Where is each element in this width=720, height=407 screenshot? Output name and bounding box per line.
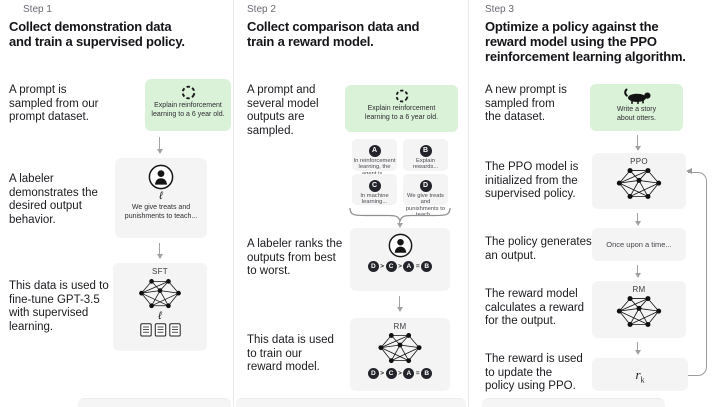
- rank-circle: C: [385, 261, 397, 272]
- prompt-caption: Explain reinforcement learning to a 6 ye…: [364, 105, 439, 121]
- sft-label: SFT: [151, 267, 168, 276]
- rank-circle: B: [421, 261, 433, 272]
- option-letter-badge: D: [419, 179, 432, 192]
- down-arrow: [632, 213, 643, 226]
- down-arrow: [632, 265, 643, 278]
- step3-annotation-output: The policy generates an output.: [485, 236, 592, 262]
- column-divider: [233, 0, 234, 407]
- option-caption: In reinforcement learning, the agent is.…: [353, 158, 396, 177]
- step3-label: Step 3: [485, 4, 514, 15]
- otter-icon: [590, 88, 683, 104]
- step1-labeler-box: ℓ We give treats and punishments to teac…: [115, 158, 207, 238]
- column-divider: [468, 0, 469, 407]
- step1-annotation-finetune: This data is used to fine-tune GPT-3.5 w…: [9, 280, 109, 333]
- pen-icon: ℓ: [158, 310, 162, 322]
- step3-annotation-update: The reward is used to update the policy …: [485, 353, 583, 392]
- option-caption: In machine learning...: [360, 193, 389, 206]
- down-arrow: [394, 219, 405, 228]
- rm-model-box: RM: [350, 318, 450, 391]
- rank-circle: B: [421, 368, 433, 379]
- output-option-a: A In reinforcement learning, the agent i…: [352, 139, 397, 177]
- rank-separator: =: [415, 370, 420, 377]
- option-letter-badge: B: [419, 144, 432, 157]
- network-icon: [350, 332, 450, 365]
- rank-circle: A: [403, 368, 415, 379]
- rank-circle: C: [385, 368, 397, 379]
- step2-annotation-prompt: A prompt and several model outputs are s…: [247, 84, 319, 137]
- step1-annotation-labeler: A labeler demonstrates the desired outpu…: [9, 173, 98, 226]
- bottom-bar: [78, 398, 231, 407]
- prompt-caption: Write a story about otters.: [616, 106, 657, 122]
- step1-prompt-box: Explain reinforcement learning to a 6 ye…: [145, 79, 231, 131]
- labeler-icon: [350, 233, 450, 258]
- down-arrow: [632, 342, 643, 355]
- labeler-icon: [115, 164, 207, 190]
- network-icon: [592, 295, 686, 329]
- rank-separator: >: [380, 263, 385, 270]
- step2-annotation-train: This data is used to train our reward mo…: [247, 334, 334, 373]
- rm-label: RM: [393, 322, 407, 331]
- sampling-icon: [145, 85, 231, 100]
- labeler-demo-caption: We give treats and punishments to teach.…: [124, 204, 198, 220]
- ranking: D > C > A = B: [350, 261, 450, 272]
- step2-prompt-box: Explain reinforcement learning to a 6 ye…: [345, 85, 458, 132]
- rm-label: RM: [632, 285, 646, 294]
- rank-separator: =: [415, 263, 420, 270]
- output-option-d: D We give treats and punishments to teac…: [403, 174, 448, 218]
- network-icon: [592, 167, 686, 201]
- ppo-model-box: PPO: [592, 153, 686, 209]
- down-arrow: [394, 296, 405, 312]
- step3-prompt-box: Write a story about otters.: [590, 84, 683, 131]
- rank-separator: >: [398, 263, 402, 270]
- option-letter-badge: C: [368, 179, 381, 192]
- step2-labeler-box: D > C > A = B: [350, 228, 450, 291]
- sampling-icon: [345, 89, 458, 103]
- step3-annotation-prompt: A new prompt is sampled from the dataset…: [485, 84, 567, 123]
- option-caption: Explain rewards...: [412, 158, 439, 171]
- network-icon: [113, 278, 207, 310]
- reward-symbol: rk: [635, 367, 645, 385]
- step1-title: Collect demonstration data and train a s…: [9, 19, 185, 49]
- bottom-bar: [236, 398, 466, 407]
- step1-annotation-prompt: A prompt is sampled from our prompt data…: [9, 84, 99, 123]
- down-arrow: [154, 137, 165, 154]
- rank-separator: >: [398, 370, 402, 377]
- step2-annotation-rank: A labeler ranks the outputs from best to…: [247, 238, 343, 277]
- prompt-caption: Explain reinforcement learning to a 6 ye…: [151, 102, 225, 118]
- step1-label: Step 1: [23, 4, 52, 15]
- step3-annotation-init: The PPO model is initialized from the su…: [485, 161, 579, 200]
- step2-title: Collect comparison data and train a rewa…: [247, 19, 420, 49]
- down-arrow: [154, 243, 165, 259]
- rank-separator: >: [380, 370, 385, 377]
- policy-output-box: Once upon a time...: [592, 228, 686, 261]
- output-option-b: B Explain rewards...: [403, 139, 448, 171]
- feedback-loop-arrow: [686, 168, 707, 376]
- documents-icon: [113, 323, 207, 337]
- pen-icon: ℓ: [159, 190, 163, 202]
- sft-model-box: SFT: [113, 263, 207, 351]
- rank-circle: A: [403, 261, 415, 272]
- rm-model-box-step3: RM: [592, 281, 686, 338]
- policy-output-text: Once upon a time...: [606, 240, 672, 249]
- ranking: D > C > A = B: [350, 368, 450, 379]
- rank-circle: D: [367, 261, 379, 272]
- step2-label: Step 2: [247, 4, 276, 15]
- bottom-bar: [482, 398, 665, 407]
- rank-circle: D: [367, 368, 379, 379]
- option-letter-badge: A: [368, 144, 381, 157]
- step3-annotation-reward: The reward model calculates a reward for…: [485, 288, 585, 327]
- down-arrow: [632, 135, 643, 151]
- output-option-c: C In machine learning...: [352, 174, 397, 205]
- ppo-label: PPO: [630, 157, 648, 166]
- reward-value-box: rk: [592, 358, 688, 391]
- step3-title: Optimize a policy against the reward mod…: [485, 19, 686, 64]
